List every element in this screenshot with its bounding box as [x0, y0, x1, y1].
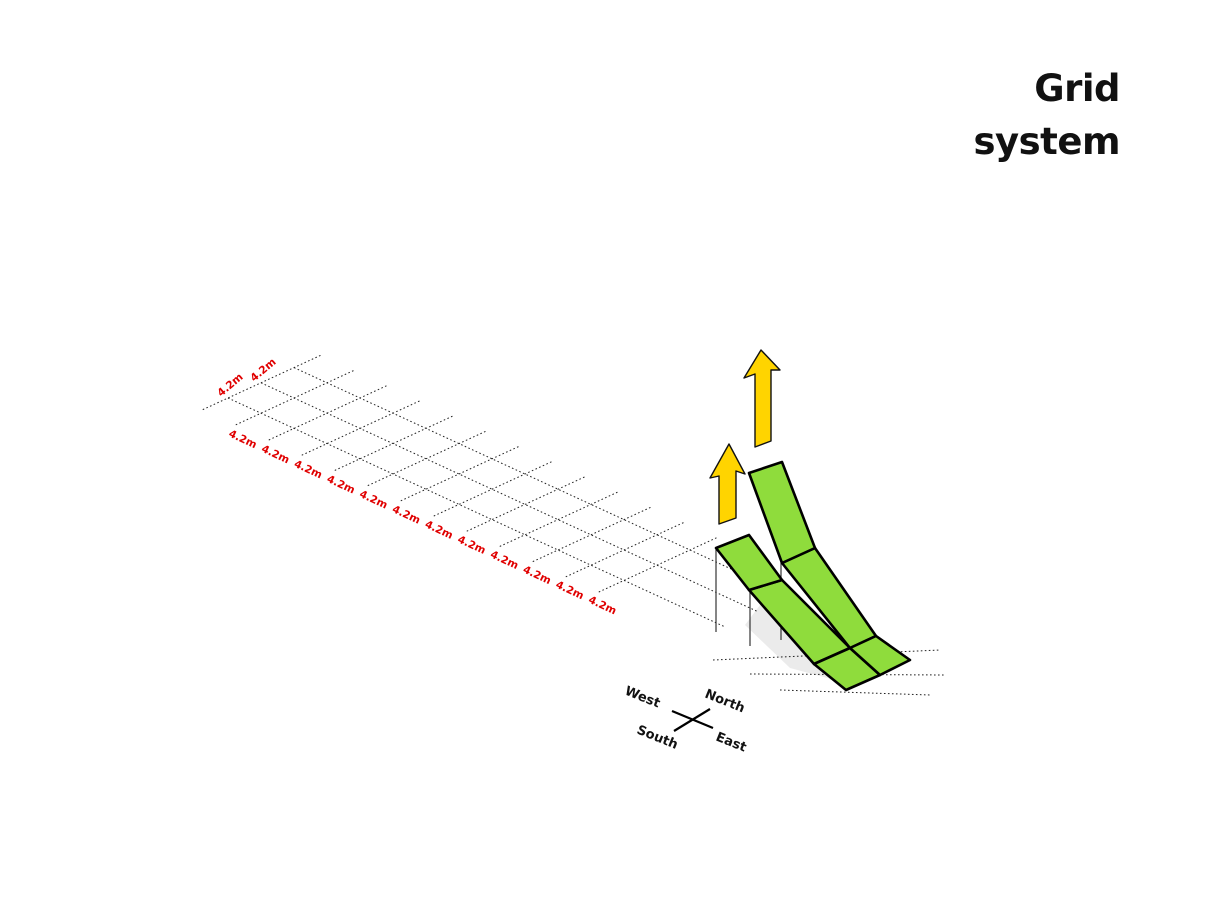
- column-dimension-label: 4.2m: [358, 488, 390, 511]
- grid-line: [334, 415, 455, 471]
- panel-right-upper: [747, 460, 817, 565]
- row-dimension-labels: 4.2m 4.2m: [215, 356, 278, 399]
- panel-left-upper: [714, 533, 784, 592]
- grid-line: [268, 384, 389, 441]
- structural-grid: [202, 354, 946, 696]
- grid-line: [202, 354, 323, 411]
- compass-rose: West North South East: [623, 684, 749, 756]
- grid-line: [400, 445, 521, 502]
- column-dimension-label: 4.2m: [259, 443, 291, 466]
- grid-line: [367, 430, 488, 487]
- column-dimension-label: 4.2m: [292, 458, 324, 481]
- grid-line: [260, 382, 758, 613]
- column-dimension-label: 4.2m: [521, 564, 553, 587]
- column-dimension-label: 4.2m: [390, 503, 422, 526]
- grid-line: [235, 369, 356, 426]
- grid-line: [598, 536, 719, 593]
- column-dimension-label: 4.2m: [456, 534, 488, 557]
- title-line-2: system: [973, 120, 1121, 163]
- column-dimension-label: 4.2m: [423, 518, 455, 541]
- grid-line: [499, 491, 620, 547]
- grid-line: [301, 399, 422, 456]
- row-dimension-label: 4.2m: [248, 356, 278, 384]
- column-dimension-label: 4.2m: [488, 549, 520, 572]
- growth-arrows: [709, 349, 781, 525]
- arrow-up-tall-icon: [743, 349, 781, 448]
- grid-line: [565, 521, 686, 578]
- compass-label-east: East: [714, 730, 749, 756]
- compass-label-north: North: [703, 687, 747, 717]
- row-dimension-label: 4.2m: [215, 371, 245, 399]
- column-dimension-label: 4.2m: [586, 594, 618, 617]
- grid-line: [712, 649, 941, 661]
- panel-base-right: [848, 634, 912, 677]
- diagram-title: Grid system: [820, 62, 1121, 168]
- compass-label-west: West: [623, 684, 663, 712]
- column-dimension-label: 4.2m: [554, 579, 586, 602]
- grid-line: [227, 397, 725, 628]
- grid-line: [433, 460, 554, 517]
- grid-line: [779, 689, 931, 696]
- title-line-1: Grid: [1034, 67, 1120, 110]
- grid-line: [466, 475, 587, 532]
- grid-line: [532, 506, 653, 563]
- green-panels: [714, 460, 912, 692]
- compass-label-south: South: [635, 723, 681, 753]
- compass-axis-ew: [671, 709, 714, 730]
- arrow-up-short-icon: [709, 443, 746, 525]
- column-dimension-labels: 4.2m4.2m4.2m4.2m4.2m4.2m4.2m4.2m4.2m4.2m…: [227, 428, 619, 617]
- column-dimension-label: 4.2m: [227, 428, 259, 451]
- grid-line: [293, 367, 791, 597]
- column-dimension-label: 4.2m: [325, 473, 357, 496]
